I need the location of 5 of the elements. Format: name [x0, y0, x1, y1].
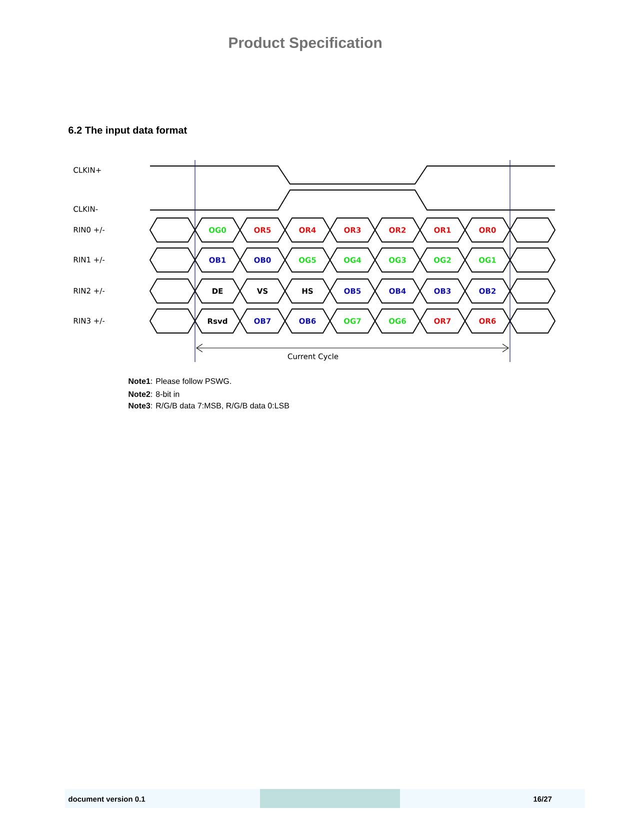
note: Note1: Please follow PSWG.	[128, 378, 231, 384]
section-heading: 6.2 The input data format	[68, 126, 187, 136]
note: Note3: R/G/B data 7:MSB, R/G/B data 0:LSB	[128, 402, 290, 410]
page-header: Product Specification	[229, 37, 382, 51]
note: Note2: 8-bit in	[128, 391, 180, 397]
